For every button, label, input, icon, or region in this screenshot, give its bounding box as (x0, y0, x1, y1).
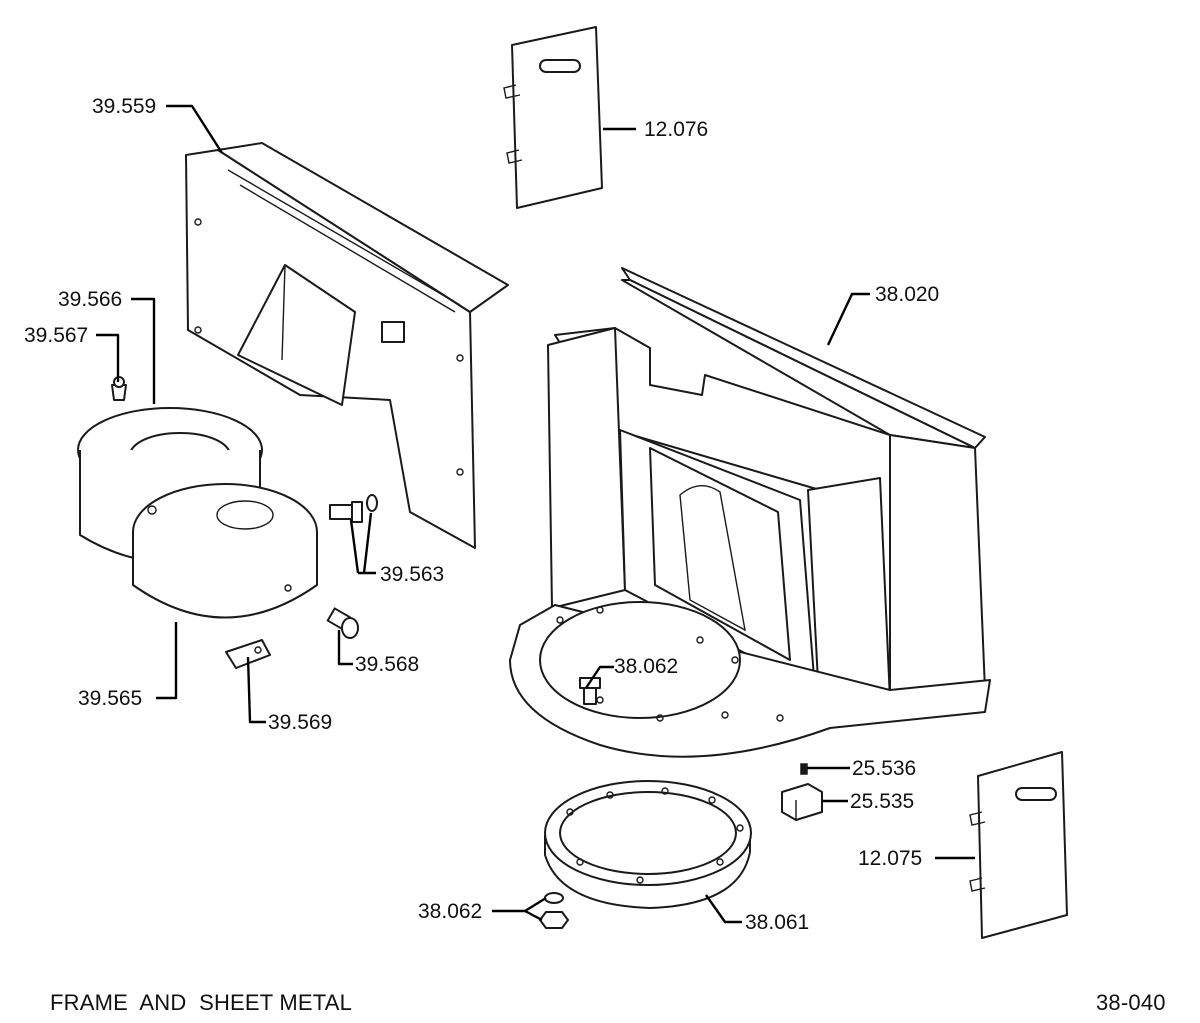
part-39-563-bolt-washer (329, 494, 378, 523)
callout-39-569: 39.569 (268, 711, 332, 734)
part-12-076-door-panel (503, 26, 603, 209)
callout-38-020: 38.020 (875, 283, 939, 306)
part-25-535-block (781, 783, 823, 821)
part-12-075-door-panel (969, 751, 1068, 939)
callout-38-062-lower: 38.062 (418, 900, 482, 923)
diagram-title: FRAME AND SHEET METAL (50, 990, 353, 1015)
callout-12-076: 12.076 (644, 118, 708, 141)
callout-39-567: 39.567 (24, 324, 88, 347)
callout-39-568: 39.568 (355, 653, 419, 676)
callout-38-062-upper: 38.062 (614, 655, 678, 678)
part-39-569-bracket (225, 639, 271, 669)
callout-39-566: 39.566 (58, 288, 122, 311)
part-39-568-screw (326, 607, 359, 639)
callout-39-559: 39.559 (92, 95, 156, 118)
part-39-566-39-565-counterweight (77, 407, 318, 619)
part-39-559-back-panel (185, 142, 509, 549)
callout-39-565: 39.565 (78, 687, 142, 710)
callout-25-535: 25.535 (850, 790, 914, 813)
callout-39-563: 39.563 (380, 563, 444, 586)
callout-25-536: 25.536 (852, 757, 916, 780)
callout-38-061: 38.061 (745, 911, 809, 934)
part-25-536-screw (800, 763, 808, 775)
page-code: 38-040 (1096, 990, 1166, 1015)
callout-12-075: 12.075 (858, 847, 922, 870)
part-38-061-ring (544, 780, 752, 909)
leader-lines (96, 104, 975, 924)
